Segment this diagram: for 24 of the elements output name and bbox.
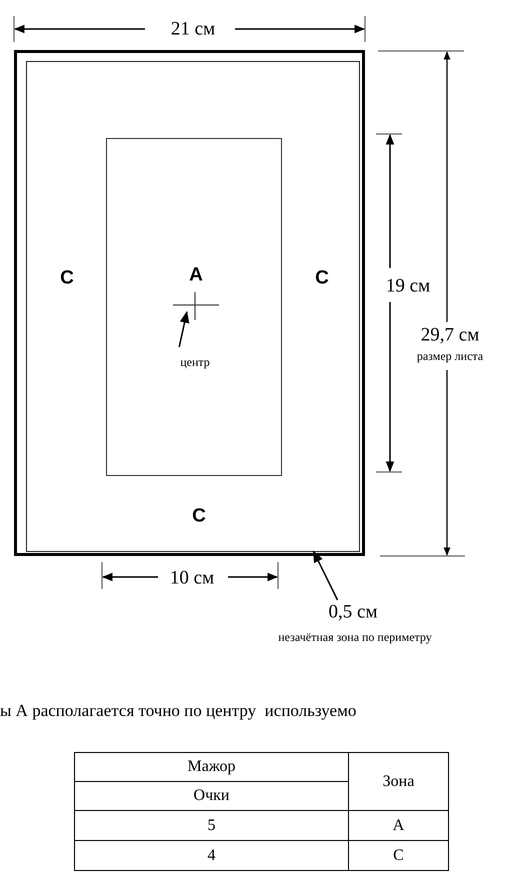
zone-a-rect xyxy=(106,138,282,476)
leader-arrow xyxy=(312,550,338,600)
dimension-label: 29,7 см xyxy=(420,326,480,344)
zone-letter: C xyxy=(192,506,206,526)
table-cell: 5 xyxy=(74,810,348,840)
margin-note: незачётная зона по периметру xyxy=(278,631,432,643)
table-cell: А xyxy=(348,810,448,840)
dimension-label: 19 см xyxy=(386,276,430,296)
table-cell: Мажор xyxy=(74,752,348,782)
table-cell: С xyxy=(348,840,448,870)
dimension-label: 10 см xyxy=(170,568,214,588)
center-cross xyxy=(173,295,219,317)
zone-letter: C xyxy=(60,268,74,288)
zone-letter: C xyxy=(315,268,329,288)
zone-letter: A xyxy=(189,266,203,284)
table-cell: 4 xyxy=(74,840,348,870)
sentence-fragment: ы А располагается точно по центру используемо xyxy=(0,702,356,719)
dimension-label: 21 см xyxy=(170,20,216,38)
leader-arrow xyxy=(178,310,190,348)
table-cell: Очки xyxy=(74,782,348,810)
dimension-note: размер листа xyxy=(416,350,484,362)
center-label: центр xyxy=(180,356,210,368)
margin-dimension: 0,5 см xyxy=(328,602,378,622)
table-cell: Зона xyxy=(348,752,448,810)
